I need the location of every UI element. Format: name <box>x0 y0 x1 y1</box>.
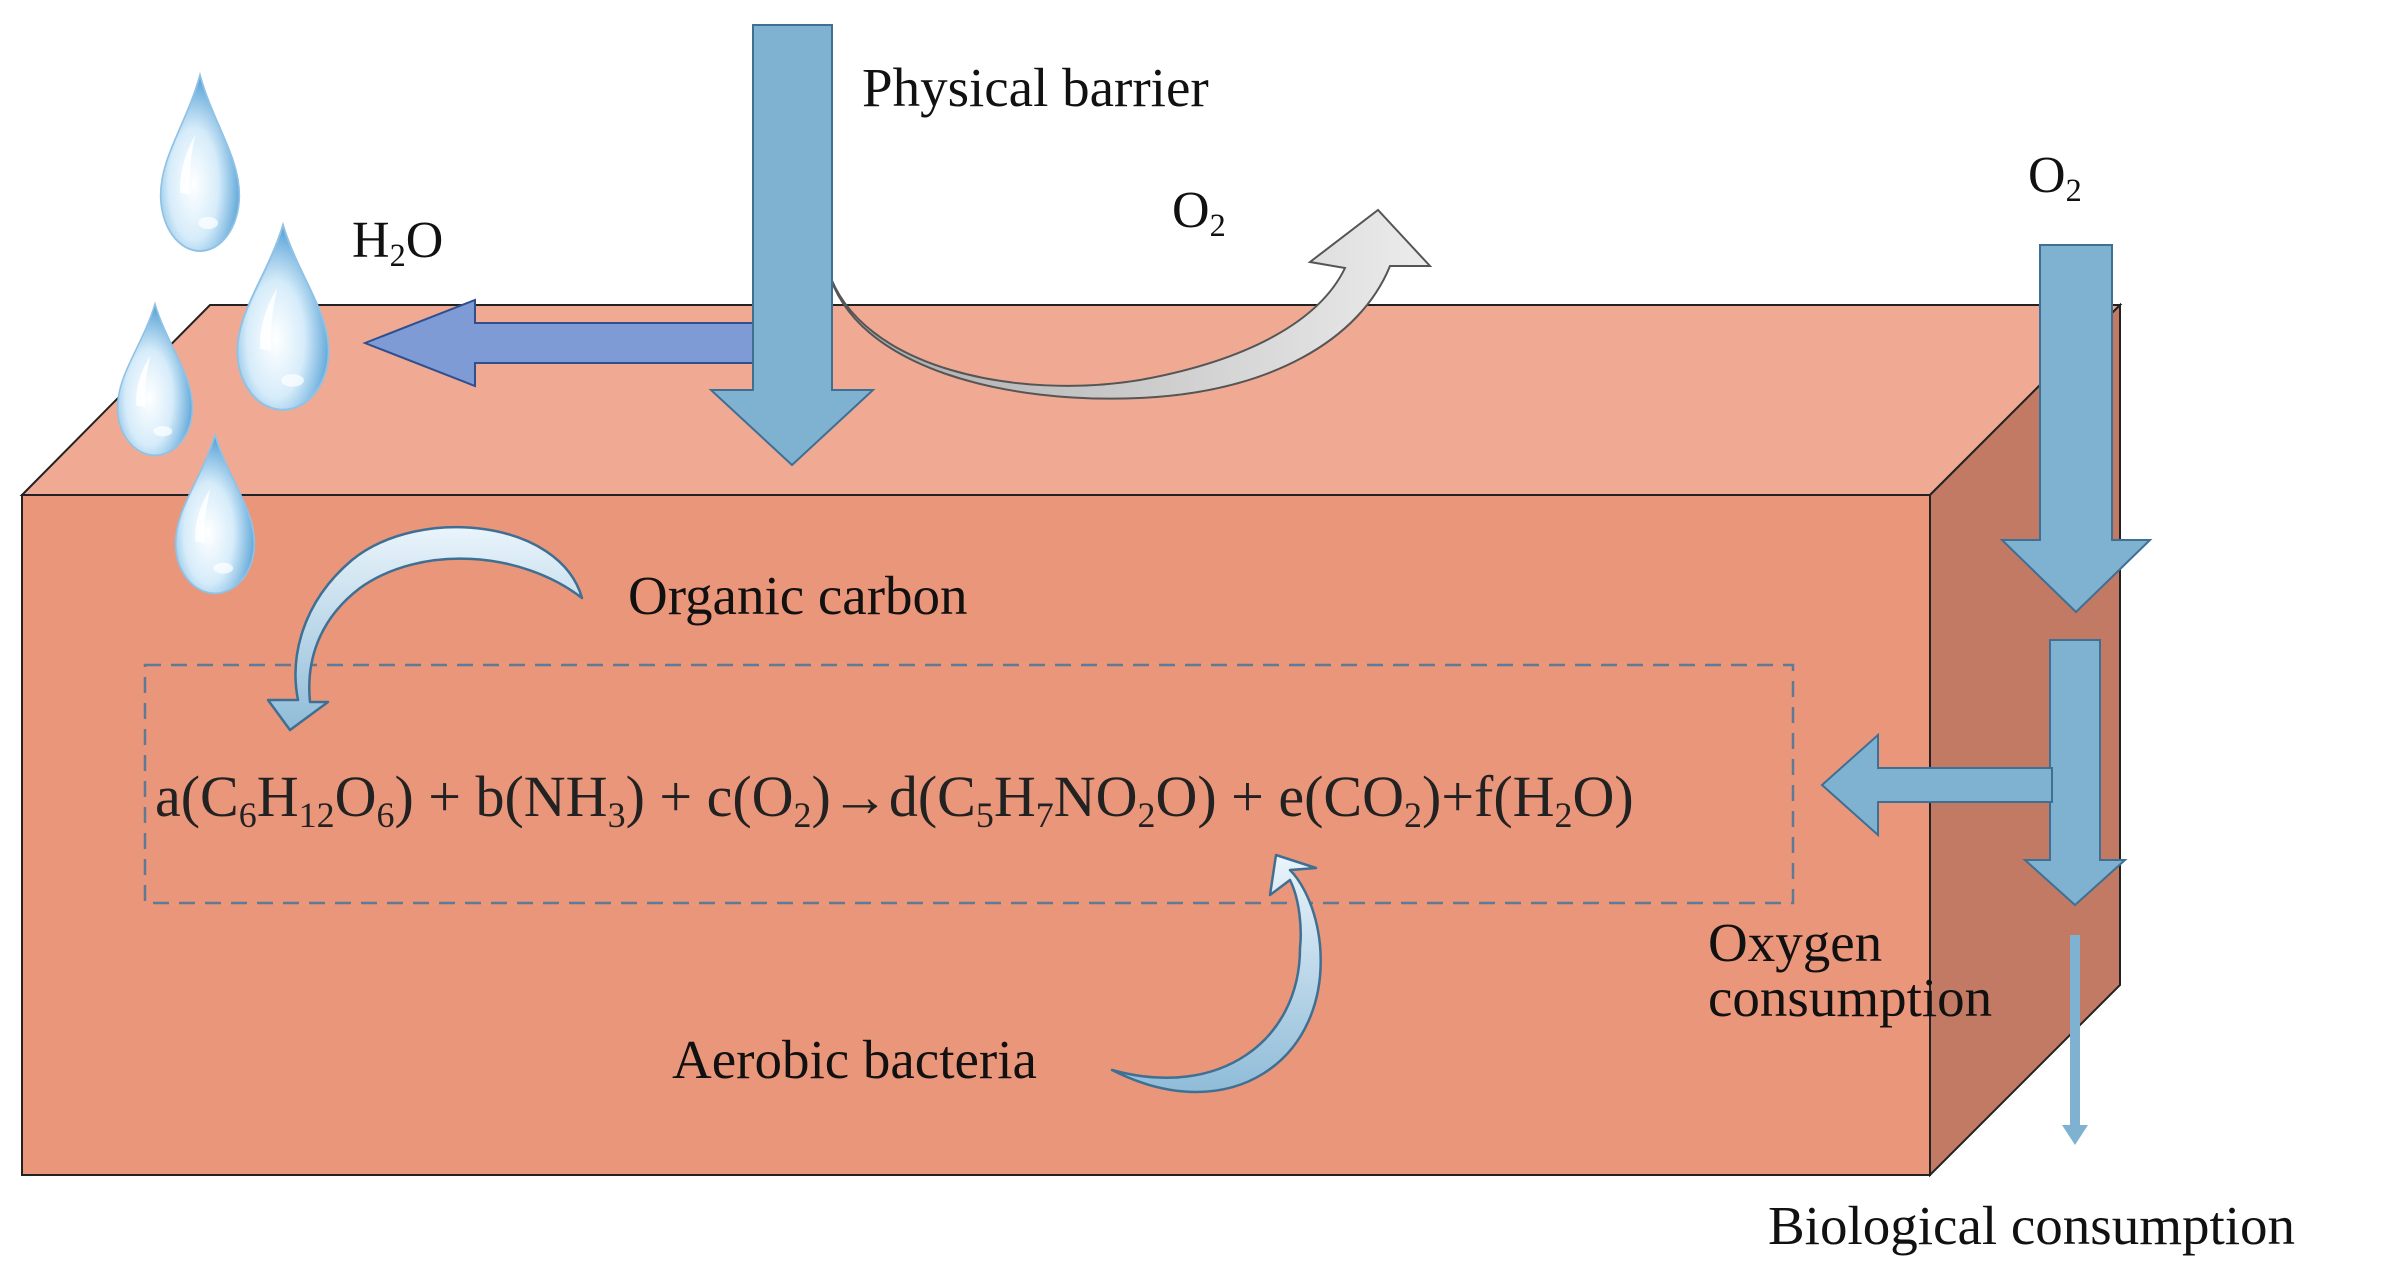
water-label-base: H <box>352 212 390 269</box>
reaction-equation: a(C6H12O6) + b(NH3) + c(O2)→d(C5H7NO2O) … <box>155 768 1634 833</box>
o2-side-base: O <box>2028 147 2066 204</box>
eq-part: a(C <box>155 764 239 829</box>
eq-part: NO <box>1053 764 1138 829</box>
water-label: H2O <box>352 212 444 272</box>
reaction-dashed-box <box>143 663 1795 905</box>
o2-surface-sub: 2 <box>1209 207 1226 244</box>
eq-part: O) <box>1572 764 1634 829</box>
organic-carbon-curl-arrow <box>266 525 584 732</box>
eq-part: )+f(H <box>1422 764 1555 829</box>
o2-release-arrow <box>827 208 1433 400</box>
eq-sub: 2 <box>1137 794 1156 835</box>
o2-side-arrow <box>1999 244 2153 614</box>
organic-carbon-label: Organic carbon <box>628 565 968 626</box>
o2-side-sub: 2 <box>2065 172 2082 209</box>
eq-sub: 2 <box>1554 794 1573 835</box>
oxygen-split-stem <box>2022 639 2128 907</box>
eq-part: O <box>334 764 377 829</box>
box-front-face <box>21 494 1931 1176</box>
water-droplet-icon <box>159 74 241 252</box>
box-top-face <box>19 304 2123 496</box>
o2-side-label: O2 <box>2028 147 2082 207</box>
biological-consumption-stem <box>2070 935 2080 1130</box>
eq-part: ) + c(O <box>625 764 794 829</box>
eq-part: ) + b(NH <box>394 764 608 829</box>
eq-sub: 12 <box>298 794 335 835</box>
oxygen-consumption-label-line1: Oxygen <box>1708 912 1883 973</box>
eq-sub: 3 <box>607 794 626 835</box>
eq-sub: 2 <box>1404 794 1422 835</box>
eq-sub: 2 <box>793 794 812 835</box>
eq-sub: 6 <box>376 794 395 835</box>
eq-part: O) + e(CO <box>1155 764 1405 829</box>
biological-consumption-head <box>2062 1125 2088 1145</box>
water-droplet-icon <box>236 223 330 411</box>
water-label-sub: 2 <box>389 237 406 274</box>
eq-part: H <box>993 764 1036 829</box>
eq-sub: 7 <box>1035 794 1054 835</box>
oxygen-consumption-label-line2: consumption <box>1708 967 1993 1028</box>
eq-sub: 6 <box>238 794 257 835</box>
eq-part: H <box>256 764 299 829</box>
physical-barrier-arrow <box>708 24 876 467</box>
biological-consumption-label: Biological consumption <box>1768 1195 2296 1256</box>
water-label-base2: O <box>405 212 444 269</box>
eq-sub: 5 <box>975 794 994 835</box>
water-droplet-icon <box>116 303 194 457</box>
oxygen-to-reaction-arrow <box>1820 732 2053 838</box>
o2-surface-base: O <box>1172 182 1210 239</box>
physical-barrier-label: Physical barrier <box>862 57 1209 118</box>
aerobic-bacteria-curl-arrow <box>1110 853 1322 1094</box>
eq-part: )→d(C <box>811 764 976 829</box>
o2-surface-label: O2 <box>1172 182 1226 242</box>
aerobic-bacteria-label: Aerobic bacteria <box>672 1029 1037 1090</box>
